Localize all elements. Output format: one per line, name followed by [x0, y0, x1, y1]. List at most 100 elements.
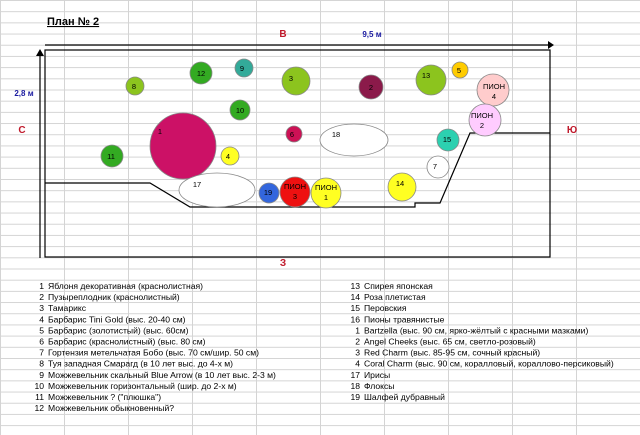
compass-north: В — [279, 29, 286, 40]
legend-text: Спирея японская — [364, 281, 433, 291]
legend-number: 16 — [350, 314, 360, 324]
legend-number: 18 — [350, 381, 360, 391]
plant-label: 7 — [433, 162, 437, 171]
plant-14: 14 — [387, 172, 417, 202]
legend-text: Шалфей дубравный — [364, 392, 445, 402]
legend-number: 5 — [39, 325, 44, 335]
legend-number: 1 — [355, 325, 360, 335]
height-arrowhead — [36, 49, 44, 56]
plant-label: 17 — [193, 180, 201, 189]
plant-label: 1 — [158, 127, 162, 136]
legend-number: 4 — [39, 314, 44, 324]
legend-number: 11 — [35, 392, 44, 402]
legend-number: 1 — [39, 281, 44, 291]
legend-number: 8 — [39, 359, 44, 369]
legend-text: Флоксы — [364, 381, 394, 391]
legend-number: 4 — [355, 359, 360, 369]
plant-1: 1 — [149, 112, 217, 180]
legend-text: Можжевельник горизонтальный (шир. до 2-х… — [48, 381, 237, 391]
legend-number: 3 — [355, 348, 360, 358]
plant-label: 6 — [290, 130, 294, 139]
plant-19: 19 — [258, 182, 280, 204]
legend-number: 12 — [34, 403, 44, 413]
plant-label: 5 — [457, 66, 461, 75]
legend-text: Angel Cheeks (выс. 65 см, светло-розовый… — [364, 337, 536, 347]
legend-text: Барбарис (краснолистный) (выс. 80 см) — [48, 337, 206, 347]
plant-label: 15 — [443, 135, 451, 144]
plant-label: 12 — [197, 69, 205, 78]
legend-number: 10 — [34, 381, 44, 391]
bed-outline — [45, 132, 550, 208]
legend-number: 15 — [350, 303, 360, 313]
legend-number: 13 — [350, 281, 360, 291]
legend-text: Пионы травянистые — [364, 314, 445, 324]
plant-18: 18 — [319, 123, 389, 157]
legend-text: Гортензия метельчатая Бобо (выс. 70 см/ш… — [48, 348, 259, 358]
plant-label: 14 — [396, 179, 404, 188]
legend-text: Барбарис Tini Gold (выс. 20-40 см) — [48, 314, 186, 324]
plant-15: 15 — [436, 128, 460, 152]
legend-text: Барбарис (золотистый) (выс. 60см) — [48, 325, 189, 335]
plant-4: 4 — [220, 146, 240, 166]
legend-number: 3 — [39, 303, 44, 313]
legend-number: 17 — [350, 370, 360, 380]
plot-border — [44, 49, 551, 258]
legend-text: Можжевельник ? ("плюшка") — [48, 392, 161, 402]
width-label: 9,5 м — [362, 30, 381, 39]
plant-11: 11 — [100, 144, 124, 168]
plant-label: 18 — [332, 130, 340, 139]
legend-number: 2 — [39, 292, 44, 302]
legend-number: 7 — [39, 348, 44, 358]
plant-3: 3 — [281, 66, 311, 96]
plant-5: 5 — [451, 61, 469, 79]
plant-6: 6 — [285, 125, 303, 143]
plant-2: 2 — [358, 74, 384, 100]
legend-left: 1 Яблоня декоративная (краснолистная) 2 Пуз… — [34, 281, 276, 413]
plant-8: 8 — [125, 76, 145, 96]
plant-label: 9 — [240, 64, 244, 73]
legend-text: Можжевельник скальный Blue Arrow (в 10 л… — [48, 370, 276, 380]
legend-text: Coral Charm (выс. 90 см, коралловый, кор… — [364, 359, 614, 369]
compass-east: Ю — [567, 125, 577, 136]
plant-7: 7 — [426, 155, 450, 179]
legend-text: Red Charm (выс. 85-95 см, сочный красный… — [364, 348, 540, 358]
plant-label: 13 — [422, 71, 430, 80]
plant-label: 2 — [369, 83, 373, 92]
plant-9: 9 — [234, 58, 254, 78]
legend-text: Яблоня декоративная (краснолистная) — [48, 281, 203, 291]
plan-title: План № 2 — [47, 16, 99, 28]
legend-number: 2 — [355, 337, 360, 347]
legend-text: Пузыреплодник (краснолистный) — [48, 292, 180, 302]
plant-17: 17 — [178, 172, 256, 208]
plant-label: 11 — [107, 152, 115, 161]
legend-number: 19 — [350, 392, 360, 402]
compass-west: С — [18, 125, 25, 136]
width-arrowhead — [548, 41, 554, 49]
legend-text: Bartzella (выс. 90 см, ярко-жёлтый с кра… — [364, 325, 588, 335]
legend-text: Тамарикс — [48, 303, 87, 313]
legend-text: Ирисы — [364, 370, 390, 380]
legend-number: 14 — [350, 292, 360, 302]
plant-label: 3 — [289, 74, 293, 83]
compass-south: З — [280, 258, 286, 269]
legend-text: Перовския — [364, 303, 407, 313]
plant-12: 12 — [189, 61, 213, 85]
legend-number: 9 — [39, 370, 44, 380]
height-label: 2,8 м — [14, 89, 33, 98]
legend-text: Можжевельник обыкновенный? — [48, 403, 174, 413]
legend-text: Роза плетистая — [364, 292, 426, 302]
plant-label: 10 — [236, 106, 244, 115]
legend-number: 6 — [39, 337, 44, 347]
plant-label: 19 — [264, 188, 272, 197]
plant-10: 10 — [229, 99, 251, 121]
